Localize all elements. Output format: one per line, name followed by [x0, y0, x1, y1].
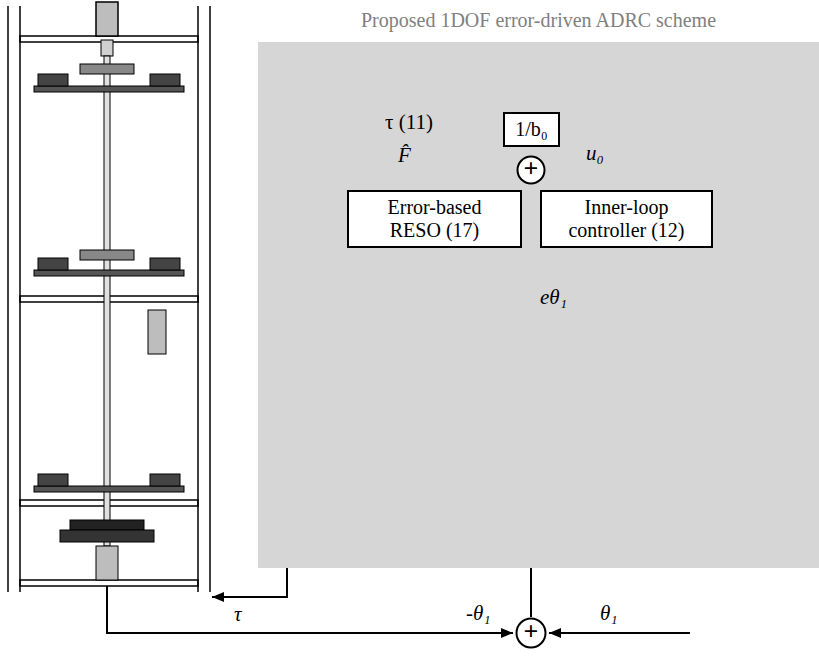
signal-name: F̂	[398, 144, 411, 167]
reference-wire	[549, 632, 690, 634]
sum-sign: +	[524, 619, 539, 645]
sum-junction: +	[516, 155, 546, 185]
observer-box: Error-based RESO (17)	[347, 190, 522, 248]
feedback-wire	[107, 586, 513, 633]
scheme-panel: Proposed 1DOF error-driven ADRC scheme1/…	[258, 42, 819, 568]
signal-name: eθ₁	[540, 286, 567, 309]
box-label: Error-based RESO (17)	[369, 196, 501, 242]
panel-title: Proposed 1DOF error-driven ADRC scheme	[258, 9, 819, 32]
sum-sign: +	[524, 156, 539, 182]
box-label: Inner-loop controller (12)	[561, 196, 693, 242]
signal-name: u₀	[586, 142, 604, 165]
signal-name: τ (11)	[385, 111, 433, 134]
controller-box: Inner-loop controller (12)	[540, 190, 713, 248]
error-junction: +	[515, 617, 547, 649]
gain-box: 1/b₀	[503, 112, 560, 147]
box-label: 1/b₀	[515, 118, 548, 141]
signal-name: -θ₁	[466, 602, 491, 625]
signal-name: θ₁	[600, 602, 618, 625]
signal-name: τ	[234, 603, 242, 626]
